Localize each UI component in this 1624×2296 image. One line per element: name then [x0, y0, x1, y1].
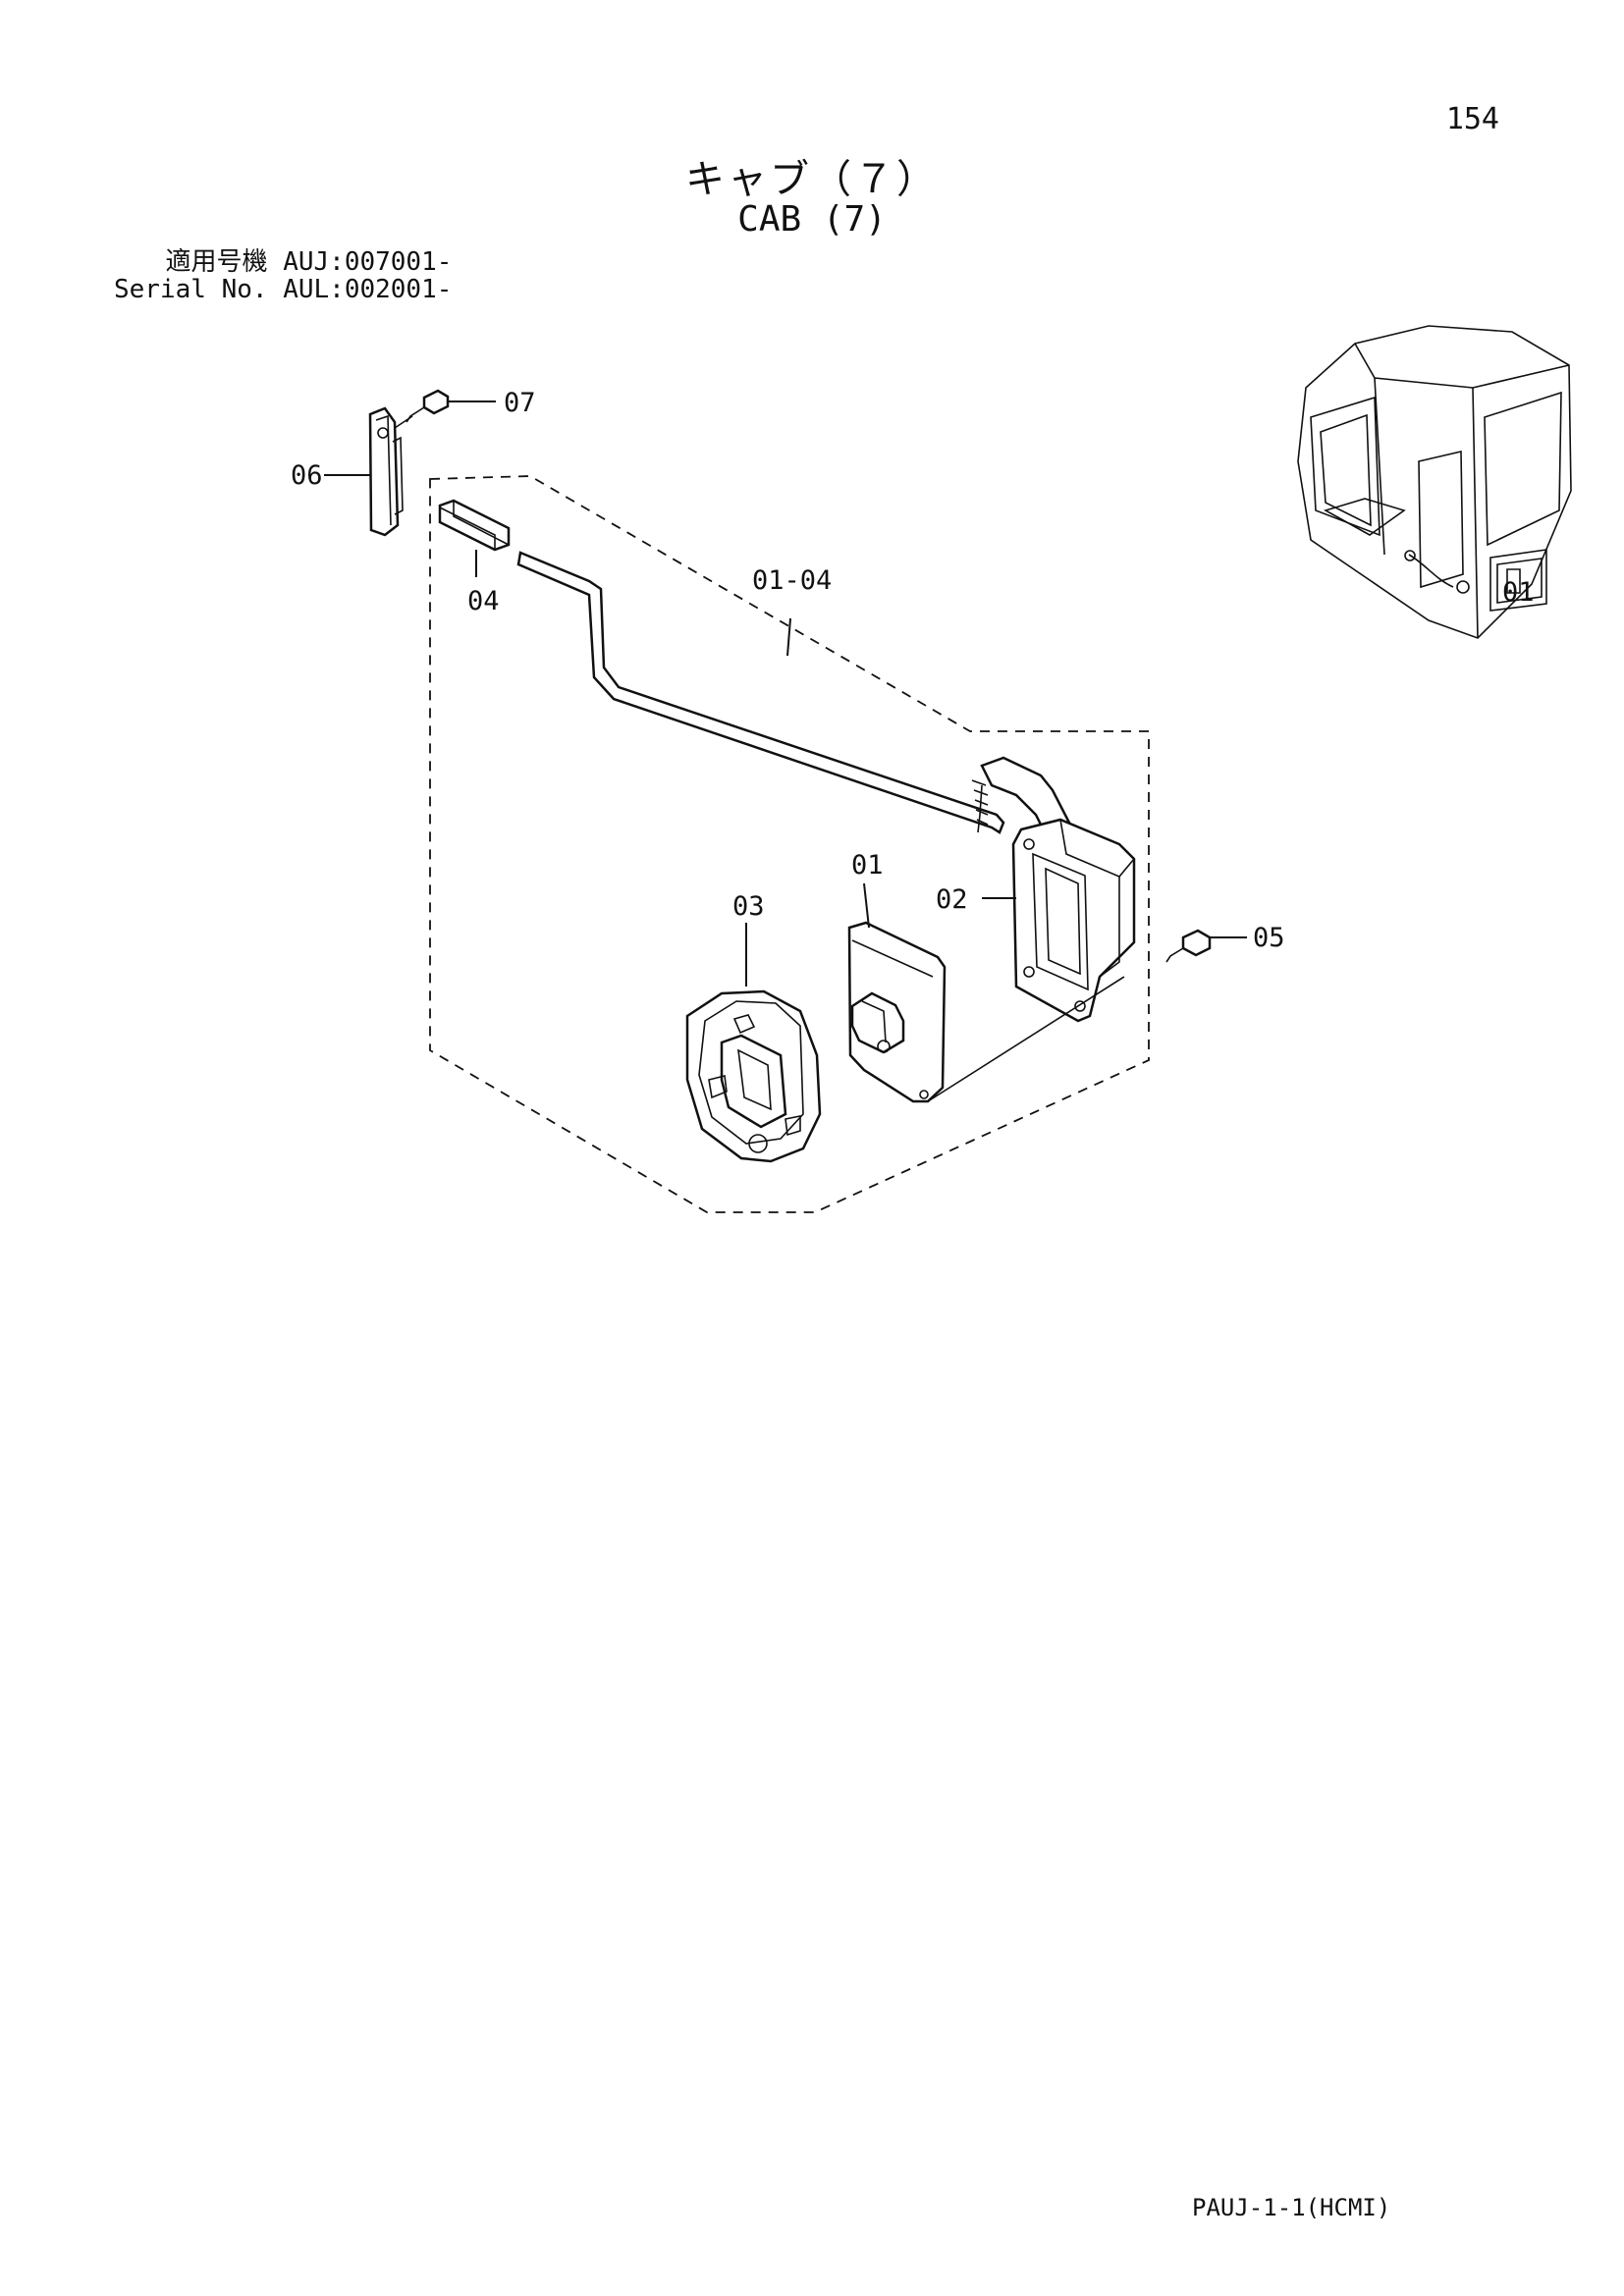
callout-04: 04 [467, 586, 500, 616]
cab-locator-inset: 01 [1297, 325, 1572, 639]
serial-value-japanese: AUJ:007001- [283, 247, 453, 277]
inset-callout-label: 01 [1502, 577, 1535, 608]
callout-03: 03 [732, 891, 765, 922]
release-rod [516, 551, 1005, 834]
serial-number-block: 適用号機 AUJ:007001- Serial No. AUL:002001- [114, 248, 452, 303]
callout-02: 02 [936, 884, 968, 915]
leader-lines [324, 400, 1247, 987]
part-03-striker-cover [685, 989, 822, 1163]
serial-label-japanese: 適用号機 [165, 247, 268, 277]
callout-07: 07 [504, 388, 536, 418]
callout-01: 01 [851, 850, 884, 881]
part-07-bolt [394, 389, 450, 429]
assembly-boundary-01-04 [429, 475, 1150, 1213]
page-title-japanese: キャブ（７） [685, 157, 939, 202]
part-06-bracket [368, 406, 404, 537]
page-number: 154 [1445, 102, 1499, 136]
callout-06: 06 [291, 460, 323, 491]
part-05-bolt [1165, 929, 1212, 963]
part-02-lock-housing [1011, 818, 1136, 1023]
callout-05: 05 [1253, 923, 1285, 953]
footer-catalog-code: PAUJ-1-1(HCMI) [1192, 2194, 1391, 2221]
callout-01-04: 01-04 [752, 565, 832, 596]
serial-value-english: AUL:002001- [283, 275, 453, 304]
serial-row-japanese: 適用号機 AUJ:007001- [114, 247, 453, 277]
serial-label-english: Serial No. [114, 275, 268, 304]
part-04-rod-cap [438, 499, 511, 552]
serial-row-english: Serial No. AUL:002001- [114, 276, 452, 303]
part-01-striker-plate [847, 921, 1125, 1103]
page-title-english: CAB (7) [737, 199, 887, 240]
